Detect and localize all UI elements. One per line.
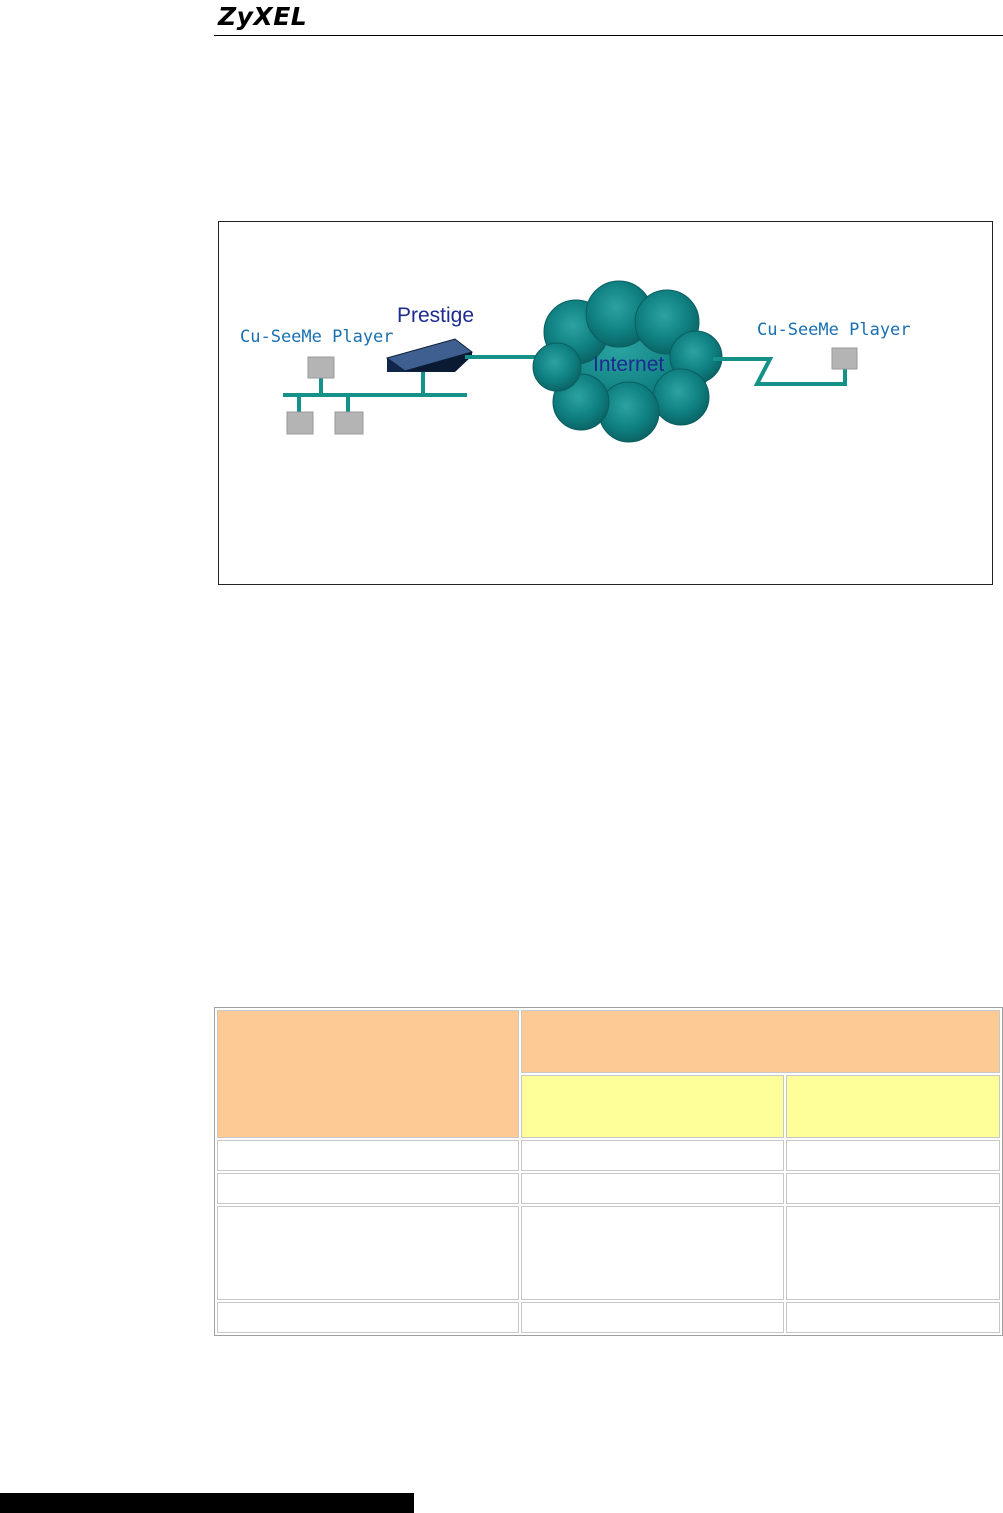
cloud-label: Internet <box>593 353 664 376</box>
table-cell <box>217 1301 519 1333</box>
table-cell <box>521 1139 784 1171</box>
table-cell <box>786 1206 1000 1300</box>
table-cell <box>521 1172 784 1205</box>
table-cell <box>217 1139 519 1171</box>
internet-cloud <box>532 280 723 443</box>
table-cell <box>521 1206 784 1300</box>
remote-host-player <box>831 347 858 370</box>
lan-host-2 <box>334 411 364 435</box>
table-header-row <box>217 1010 1000 1138</box>
table-row <box>217 1206 1000 1300</box>
table-subheader-1 <box>521 1074 784 1138</box>
right-player-label: Cu-SeeMe Player <box>757 320 911 340</box>
table-row <box>217 1301 1000 1333</box>
network-diagram-svg: Cu-SeeMe Player Prestige Internet Cu-See… <box>240 280 911 443</box>
table-cell <box>786 1172 1000 1205</box>
zyxel-logo: ZyXEL <box>218 2 308 31</box>
table-header-left <box>217 1010 519 1138</box>
lan-host-1 <box>286 411 314 435</box>
table-row <box>217 1139 1000 1171</box>
router-label: Prestige <box>397 304 474 327</box>
data-table <box>214 1007 1003 1336</box>
table-cell <box>217 1206 519 1300</box>
table-cell <box>521 1301 784 1333</box>
left-player-label: Cu-SeeMe Player <box>240 327 394 347</box>
prestige-router <box>385 338 474 372</box>
footer-bar <box>0 1493 414 1513</box>
table-row <box>217 1172 1000 1205</box>
table-subheader-row <box>217 1074 1000 1138</box>
wan-link-right <box>713 357 847 386</box>
table-cell <box>217 1172 519 1205</box>
lan-host-player <box>307 356 335 379</box>
table-cell <box>786 1301 1000 1333</box>
table-header-group <box>521 1010 1000 1073</box>
table-subheader-2 <box>786 1074 1000 1138</box>
table-cell <box>786 1139 1000 1171</box>
header-rule <box>214 35 1003 36</box>
lan-bus <box>283 372 467 412</box>
network-diagram: Cu-SeeMe Player Prestige Internet Cu-See… <box>218 221 993 585</box>
